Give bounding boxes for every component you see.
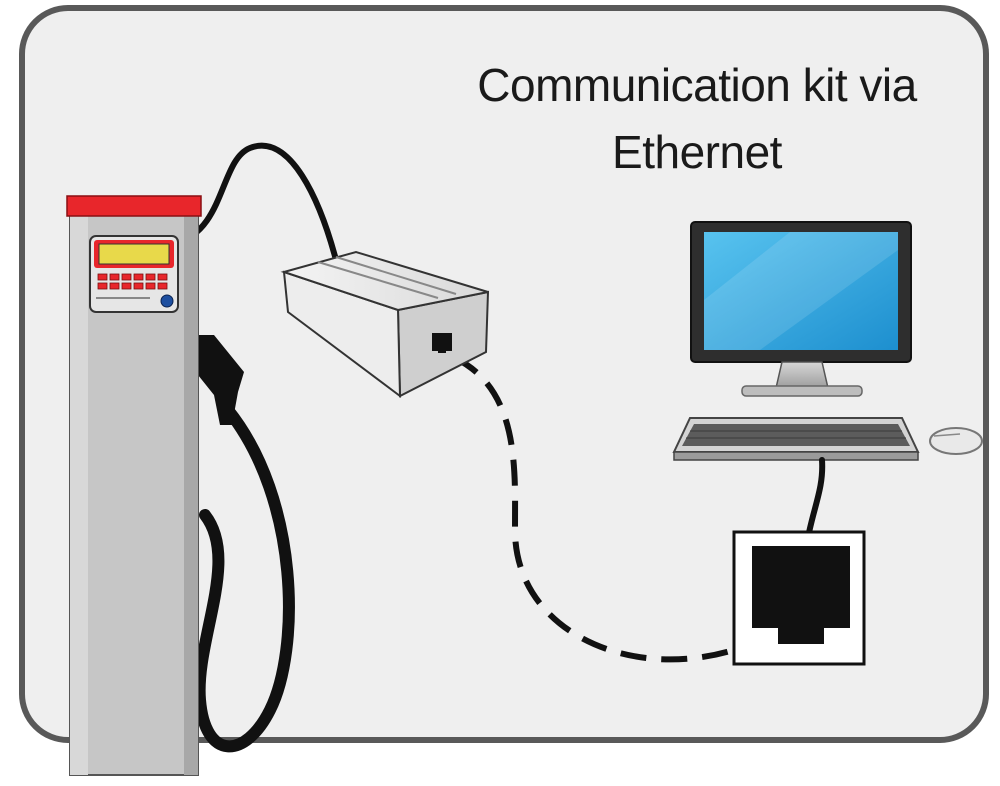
diagram-title-line-2: Ethernet	[612, 126, 783, 178]
computer-monitor-icon	[690, 221, 912, 397]
pump-display-screen	[98, 243, 170, 265]
monitor-screen	[704, 232, 898, 350]
pump-top-cap	[66, 195, 202, 217]
diagram-title-line-1: Communication kit via	[477, 59, 917, 111]
keyboard-icon	[672, 417, 920, 461]
fuel-pump-icon	[66, 195, 295, 776]
pump-to-module-cable	[173, 142, 339, 263]
pump-keypad	[97, 273, 168, 290]
mouse-icon	[929, 427, 983, 455]
pump-hose	[193, 404, 295, 753]
monitor-stand	[775, 361, 829, 389]
ethernet-dashed-cable	[453, 355, 762, 663]
module-ethernet-port	[432, 333, 452, 351]
pump-control-panel	[89, 235, 179, 313]
pump-nozzle	[198, 335, 244, 425]
ethernet-jack-icon	[732, 530, 866, 666]
communication-module-icon	[280, 250, 490, 399]
pump-card-reader	[160, 294, 174, 308]
